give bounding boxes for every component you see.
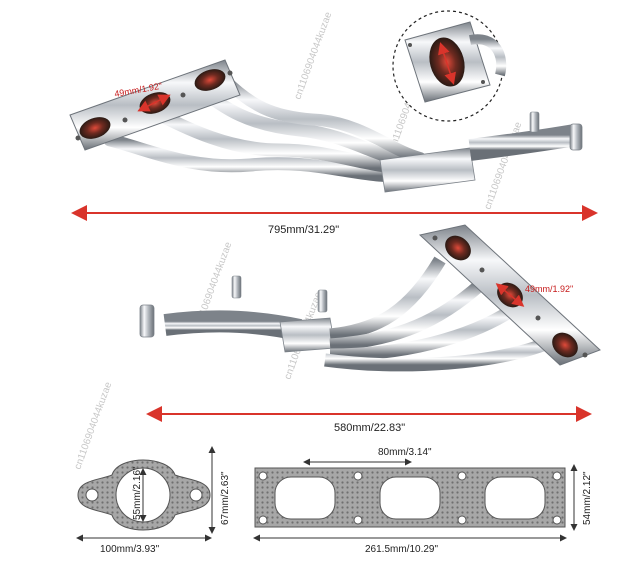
watermark-text: cn1106904044kuzae — [292, 10, 334, 101]
large-gasket-height-label: 54mm/2.12" — [582, 471, 593, 525]
large-gasket-spacing-label: 80mm/3.14" — [378, 447, 432, 458]
small-gasket — [77, 459, 211, 531]
large-gasket-width-label: 261.5mm/10.29" — [365, 544, 438, 555]
header-top-length-label: 795mm/31.29" — [268, 224, 339, 236]
small-gasket-width-label: 100mm/3.93" — [100, 544, 160, 555]
small-gasket-inner-label: 55mm/2.16" — [132, 466, 143, 520]
header-bottom-flange-hole-label: 49mm/1.92" — [525, 284, 573, 294]
bottom-hole-dimension-line — [495, 283, 525, 307]
magnified-flange-inset — [392, 10, 507, 122]
header-top — [69, 59, 583, 193]
header-bottom-length-label: 580mm/22.83" — [334, 422, 405, 434]
large-gasket — [254, 467, 566, 528]
small-gasket-height-label: 67mm/2.63" — [220, 471, 231, 525]
hole-dimension-line — [137, 94, 171, 112]
watermark-text: cn1106904044kuzae — [72, 380, 114, 471]
